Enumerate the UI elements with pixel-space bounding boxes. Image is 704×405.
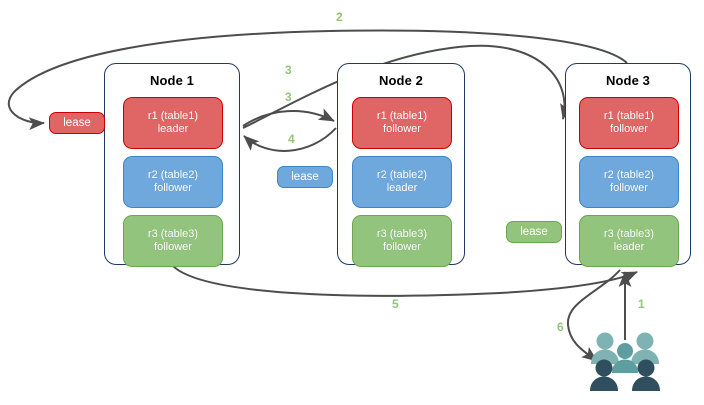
lease-badge-r2[interactable]: lease [277, 166, 333, 188]
node-title-node1: Node 1 [150, 73, 194, 88]
replica-name: r2 (table2) [603, 168, 655, 181]
replica-name: r1 (table1) [147, 109, 199, 122]
replica-name: r3 (table3) [376, 227, 428, 240]
edge-label-4: 4 [288, 132, 295, 146]
edge-label-1: 1 [638, 297, 645, 311]
replica-name: r3 (table3) [603, 227, 655, 240]
lease-badge-r1[interactable]: lease [49, 112, 105, 134]
edge-2-node3-to-lease-r1 [7, 29, 628, 131]
replica-role: follower [154, 182, 192, 194]
replica-node1-r2[interactable]: r2 (table2) follower [123, 156, 223, 208]
replica-node3-r3[interactable]: r3 (table3) leader [579, 215, 679, 267]
replica-node2-r3[interactable]: r3 (table3) follower [352, 215, 452, 267]
edge-label-6: 6 [557, 320, 564, 334]
replica-name: r1 (table1) [603, 109, 655, 122]
replica-role: leader [613, 241, 645, 253]
replica-node1-r1[interactable]: r1 (table1) leader [123, 97, 223, 149]
replica-role: follower [383, 123, 421, 135]
node-title-node3: Node 3 [606, 73, 650, 88]
node-box-node1[interactable]: Node 1 r1 (table1) leader r2 (table2) fo… [104, 63, 240, 267]
people-group-icon[interactable] [588, 330, 662, 392]
replica-node2-r1[interactable]: r1 (table1) follower [352, 97, 452, 149]
node-box-node3[interactable]: Node 3 r1 (table1) follower r2 (table2) … [565, 63, 691, 267]
replica-role: leader [157, 123, 189, 135]
lease-badge-r3[interactable]: lease [506, 221, 562, 243]
replica-role: follower [154, 241, 192, 253]
edge-5-node1-to-node3 [171, 264, 638, 297]
replica-name: r2 (table2) [147, 168, 199, 181]
replica-node2-r2[interactable]: r2 (table2) leader [352, 156, 452, 208]
edge-label-3-upper: 3 [285, 63, 292, 77]
node-box-node2[interactable]: Node 2 r1 (table1) follower r2 (table2) … [337, 63, 465, 267]
replica-name: r1 (table1) [376, 109, 428, 122]
edge-label-2: 2 [336, 10, 343, 24]
replica-name: r2 (table2) [376, 168, 428, 181]
edge-3-node1-to-node2 [242, 108, 335, 127]
replica-role: follower [610, 182, 648, 194]
replica-role: leader [386, 182, 418, 194]
edge-label-5: 5 [392, 297, 399, 311]
replica-role: follower [383, 241, 421, 253]
replica-node3-r1[interactable]: r1 (table1) follower [579, 97, 679, 149]
replica-role: follower [610, 123, 648, 135]
node-title-node2: Node 2 [379, 73, 423, 88]
replica-name: r3 (table3) [147, 227, 199, 240]
replica-node1-r3[interactable]: r3 (table3) follower [123, 215, 223, 267]
replica-node3-r2[interactable]: r2 (table2) follower [579, 156, 679, 208]
edge-label-3-lower: 3 [285, 90, 292, 104]
